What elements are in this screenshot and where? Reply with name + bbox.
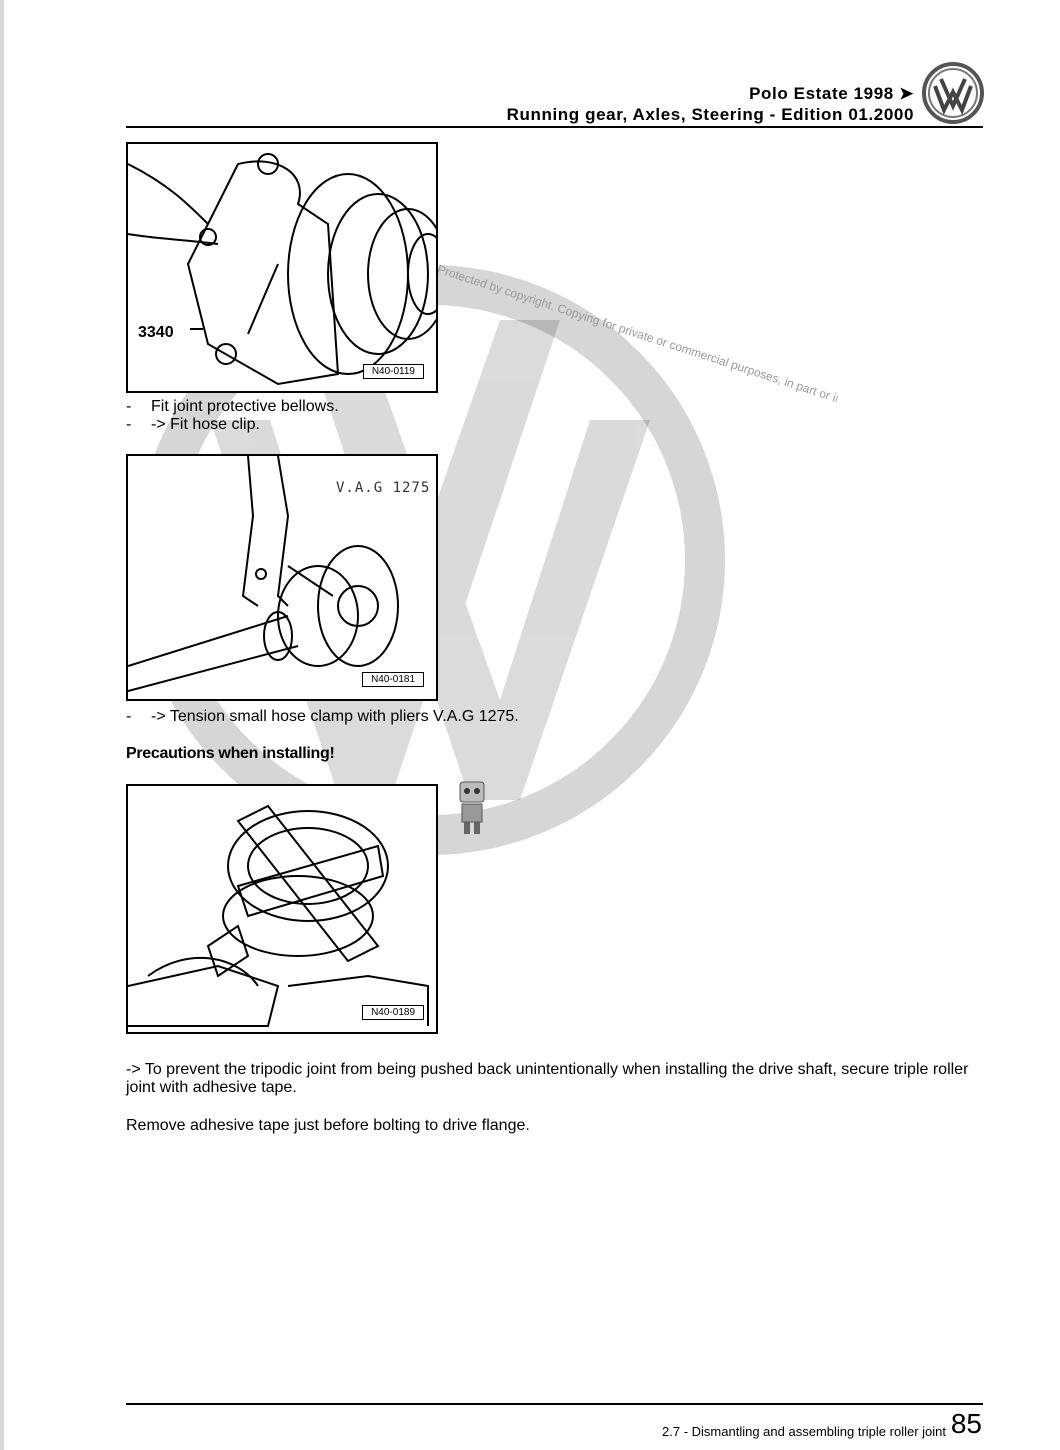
adhesive-tape-illustration: [128, 804, 429, 1027]
step-fit-hose-clip: - -> Fit hose clip.: [126, 416, 260, 434]
instruction-secure-joint: -> To prevent the tripodic joint from be…: [126, 1061, 969, 1096]
manual-title: Polo Estate 1998 ➤: [749, 84, 914, 103]
bellows-illustration: [128, 153, 436, 386]
page-number: 85: [950, 1408, 982, 1439]
figure-code: N40-0119: [362, 364, 424, 379]
figure-adhesive-tape: N40-0189: [126, 784, 438, 1034]
figure-code: N40-0181: [362, 672, 424, 687]
hose-clamp-illustration: [128, 456, 399, 692]
step-tension-clamp: - -> Tension small hose clamp with pliers…: [126, 708, 519, 726]
footer-divider: [126, 1403, 983, 1405]
page-left-edge: [0, 0, 4, 1450]
watermark-text: Protected by copyright. Copying for priv…: [436, 262, 840, 405]
header-divider: [126, 126, 983, 128]
tool-callout-3340: 3340: [138, 324, 174, 341]
step-dash: -: [126, 708, 132, 725]
step-text: -> Fit hose clip.: [151, 416, 260, 433]
step-fit-bellows: - Fit joint protective bellows.: [126, 398, 339, 416]
figure-bellows: 3340 N40-0119: [126, 142, 438, 393]
manual-subtitle: Running gear, Axles, Steering - Edition …: [506, 105, 914, 124]
volkswagen-logo: [922, 62, 984, 124]
step-text: Fit joint protective bellows.: [151, 398, 339, 415]
figure-hose-clamp: V.A.G 1275 N40-0181: [126, 454, 438, 701]
tool-callout-vag-1275: V.A.G 1275: [336, 480, 431, 496]
robot-mascot-icon: [452, 780, 492, 838]
instruction-remove-tape: Remove adhesive tape just before bolting…: [126, 1117, 530, 1134]
precautions-heading: Precautions when installing!: [126, 745, 335, 762]
step-dash: -: [126, 398, 132, 415]
step-dash: -: [126, 416, 132, 433]
footer-section-title: 2.7 - Dismantling and assembling triple …: [662, 1424, 946, 1439]
step-text: -> Tension small hose clamp with pliers …: [151, 708, 519, 725]
figure-code: N40-0189: [362, 1005, 424, 1020]
